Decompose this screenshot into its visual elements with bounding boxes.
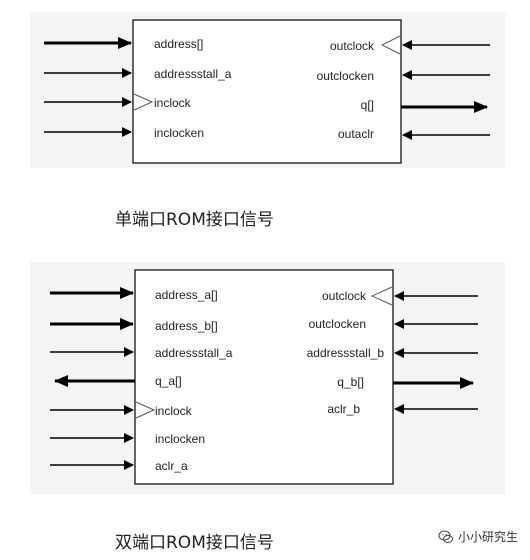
diagram-caption-dual-port: 双端口ROM接口信号 <box>115 533 274 553</box>
rom-block-box <box>132 19 402 164</box>
port-label: outclock <box>322 289 367 303</box>
port-label: addressstall_a <box>155 346 233 360</box>
port-label: q_a[] <box>155 374 182 388</box>
watermark: 小小研究生 <box>438 528 518 545</box>
port-label: outclocken <box>317 69 374 83</box>
port-label: inclock <box>154 96 192 110</box>
clock-indicator-inclock <box>133 93 154 111</box>
port-label: aclr_b <box>327 402 360 416</box>
port-label: inclock <box>155 404 193 418</box>
port-label: outaclr <box>338 127 374 141</box>
port-label: addressstall_b <box>307 346 385 360</box>
port-label: q_b[] <box>337 375 364 389</box>
port-label: q[] <box>361 98 374 112</box>
port-label: inclocken <box>154 126 204 140</box>
port-label: addressstall_a <box>154 67 232 81</box>
port-label: inclocken <box>155 432 205 446</box>
wechat-icon <box>438 529 454 545</box>
diagram-caption-single-port: 单端口ROM接口信号 <box>115 210 274 230</box>
clock-indicator-outclock <box>370 286 393 306</box>
port-label: address_a[] <box>155 288 218 302</box>
dual-port-rom-block: address_a[] address_b[] addressstall_a q… <box>50 269 478 485</box>
single-port-rom-block: address[] addressstall_a inclock inclock… <box>44 19 490 164</box>
port-label: aclr_a <box>155 459 188 473</box>
rom-block-box <box>134 269 394 485</box>
clock-indicator-outclock <box>380 35 401 55</box>
port-label: address[] <box>154 37 203 51</box>
clock-indicator-inclock <box>135 401 156 419</box>
port-label: outclock <box>330 39 375 53</box>
port-label: address_b[] <box>155 319 218 333</box>
watermark-text: 小小研究生 <box>457 530 518 544</box>
port-label: outclocken <box>309 317 366 331</box>
